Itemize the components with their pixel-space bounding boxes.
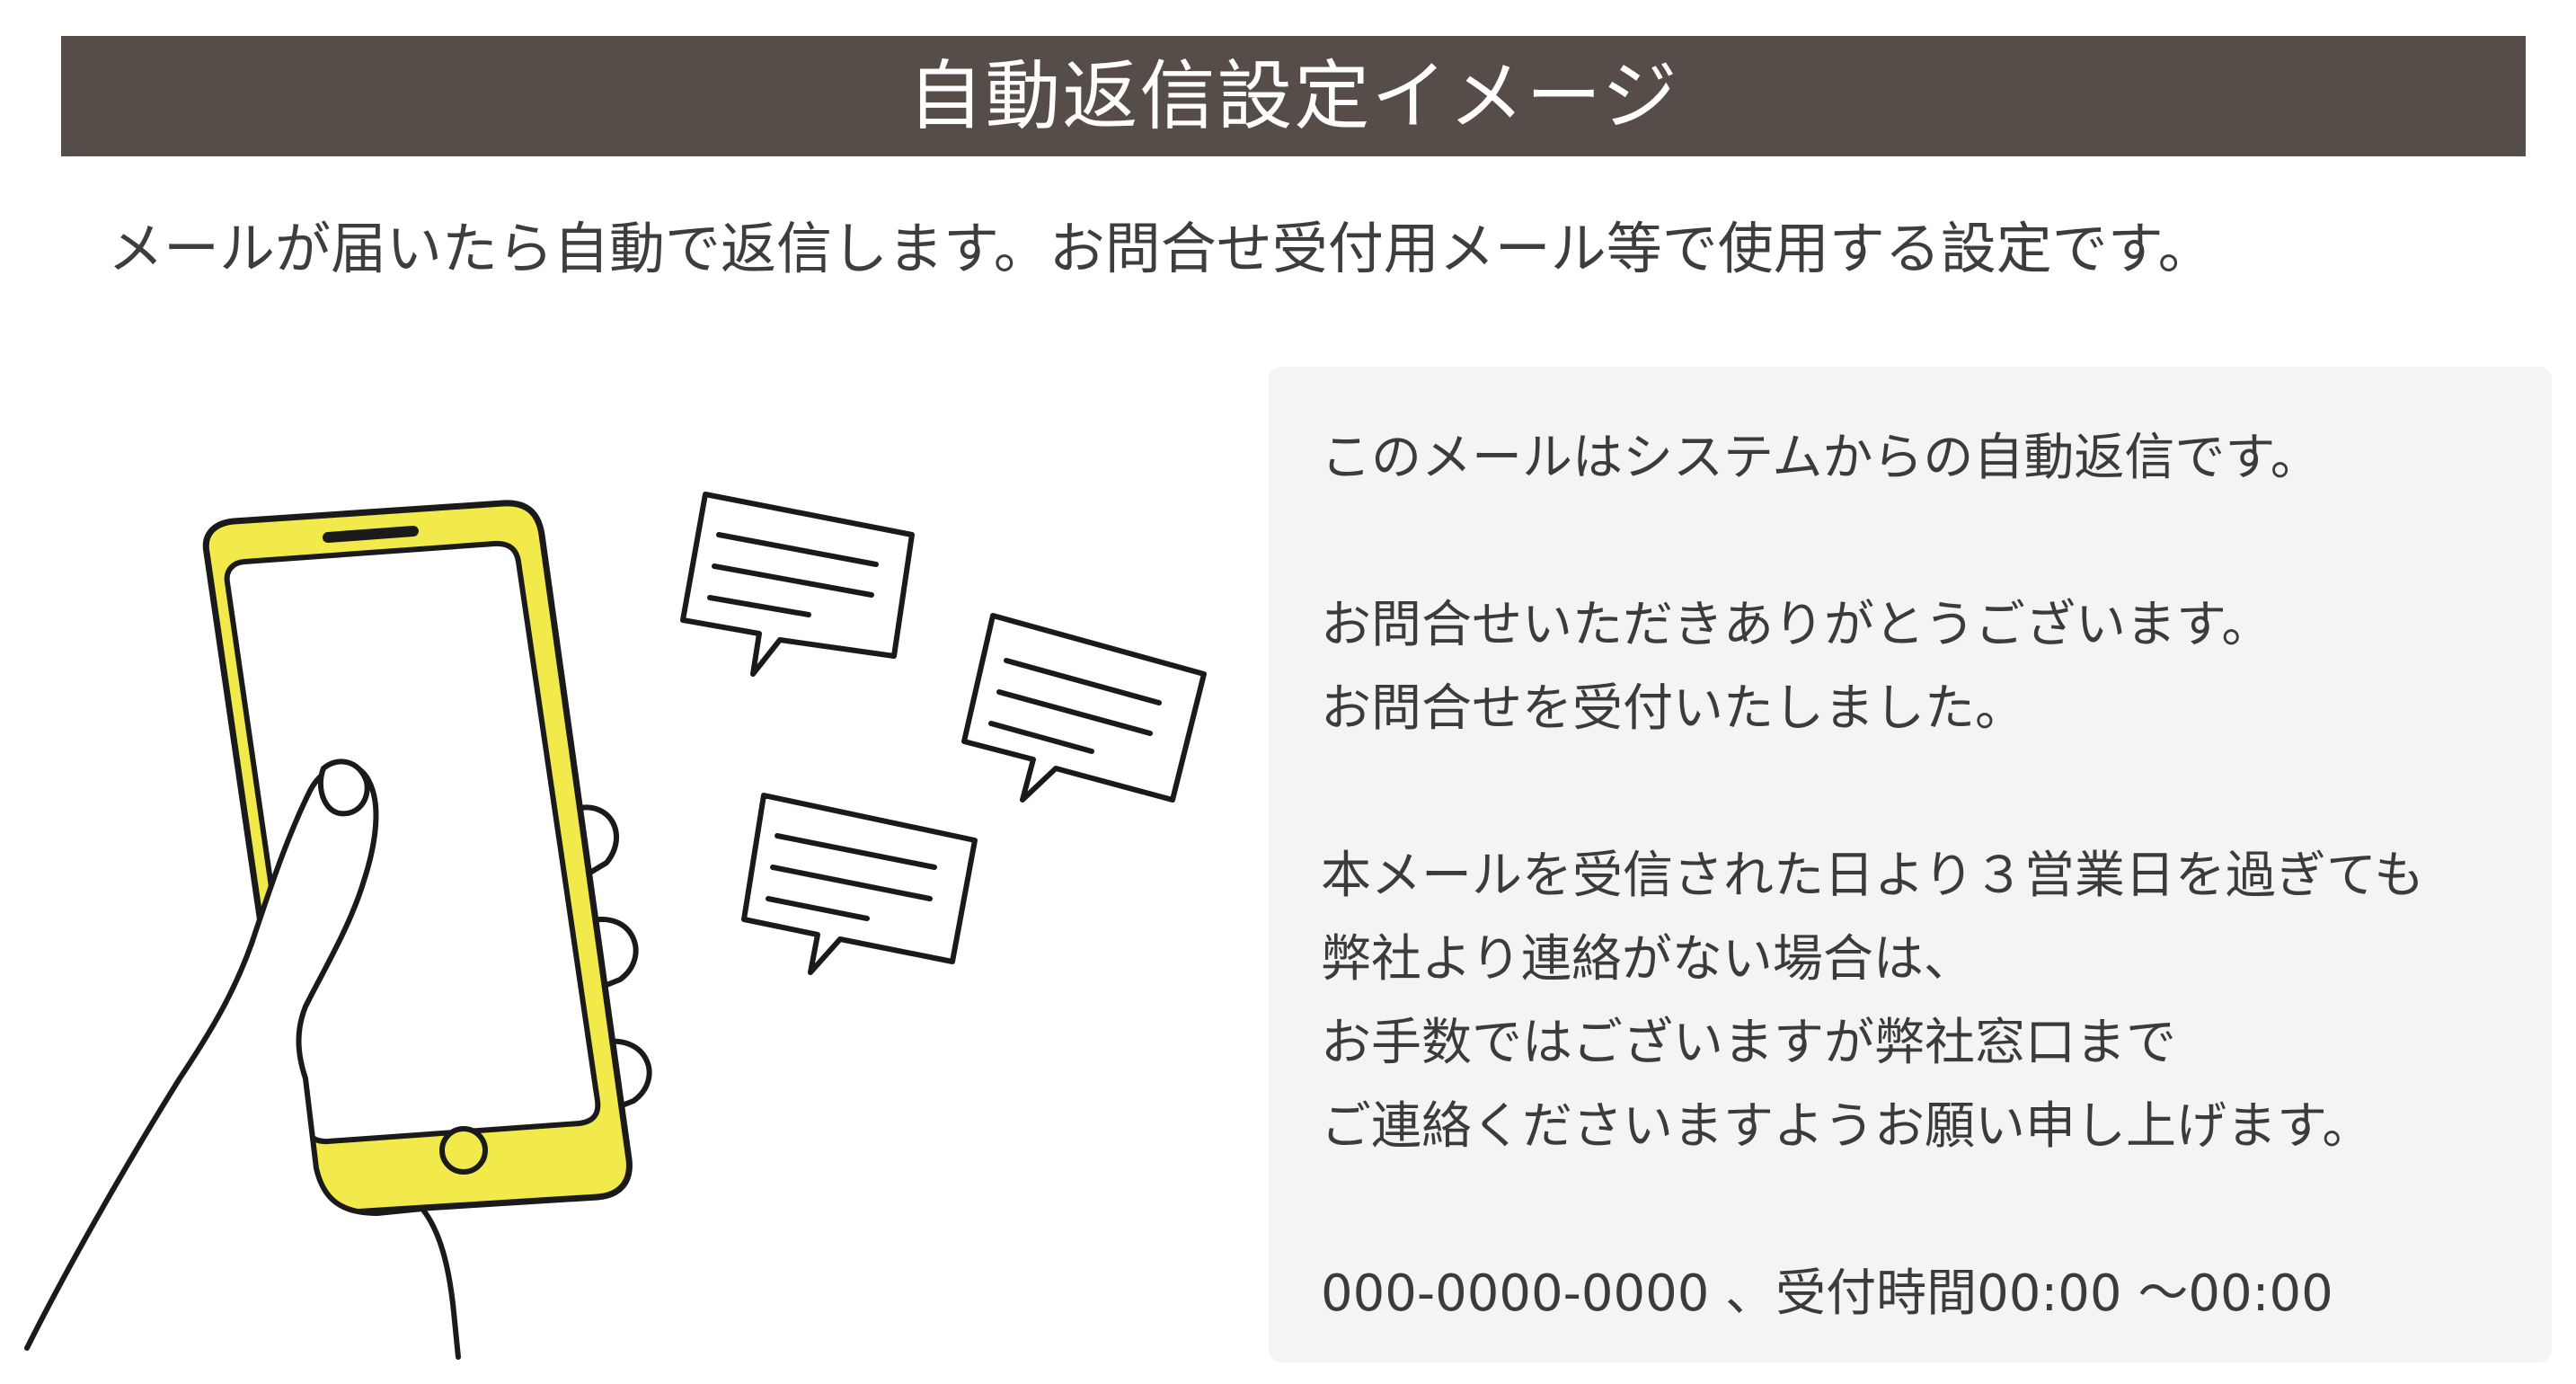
hand-icon (24, 759, 461, 1360)
illustration-svg (24, 492, 1207, 1360)
message-notice-line1: 本メールを受信された日より３営業日を過ぎても (1321, 847, 2425, 905)
speech-bubble-icon (680, 492, 915, 677)
speech-bubble-icon (961, 613, 1207, 803)
message-notice-line2: 弊社より連絡がない場合は、 (1321, 930, 1974, 989)
message-thanks-line1: お問合せいただきありがとうございます。 (1321, 596, 2272, 654)
message-notice-line4: ご連絡くださいますようお願い申し上げます。 (1321, 1097, 2373, 1156)
message-notice-line3: お手数ではございますが弊社窓口まで (1321, 1014, 2176, 1072)
intro-text: メールが届いたら自動で返信します。お問合せ受付用メール等で使用する設定です。 (108, 216, 2214, 281)
smartphone-icon (202, 500, 633, 1217)
message-greeting: このメールはシステムからの自動返信です。 (1321, 429, 2321, 487)
smartphone-illustration (0, 359, 1258, 1384)
message-spacer (1321, 750, 2534, 834)
message-spacer (1321, 500, 2534, 583)
message-spacer (1321, 1168, 2534, 1252)
title-bar: 自動返信設定イメージ (61, 36, 2526, 156)
speech-bubble-icon (741, 793, 978, 975)
message-thanks-line2: お問合せを受付いたしました。 (1321, 679, 2025, 738)
page-title: 自動返信設定イメージ (907, 52, 1679, 140)
auto-reply-message-box: このメールはシステムからの自動返信です。 お問合せいただきありがとうございます。… (1269, 367, 2552, 1362)
message-contact: 000-0000-0000 、受付時間00:00 ～00:00 (1321, 1264, 2333, 1323)
